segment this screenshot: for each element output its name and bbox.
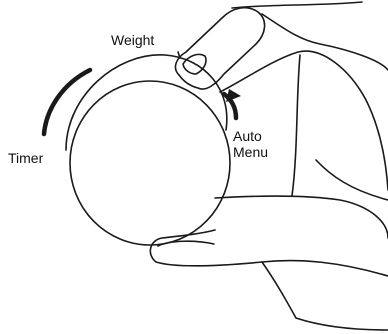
dial-knob	[70, 81, 230, 245]
weight-label: Weight	[111, 32, 154, 48]
auto-menu-label: Auto Menu	[233, 128, 293, 160]
index-finger	[175, 8, 264, 89]
wrist-line	[316, 160, 388, 200]
rotation-arrowhead-right	[226, 89, 241, 102]
palm	[220, 51, 388, 190]
palm-crease	[292, 55, 300, 196]
hand-back-upper	[232, 2, 388, 70]
hand-lower	[262, 262, 388, 330]
timer-label: Timer	[8, 150, 43, 166]
rotation-arrow-left	[44, 70, 90, 134]
thumb-nail	[158, 241, 214, 246]
